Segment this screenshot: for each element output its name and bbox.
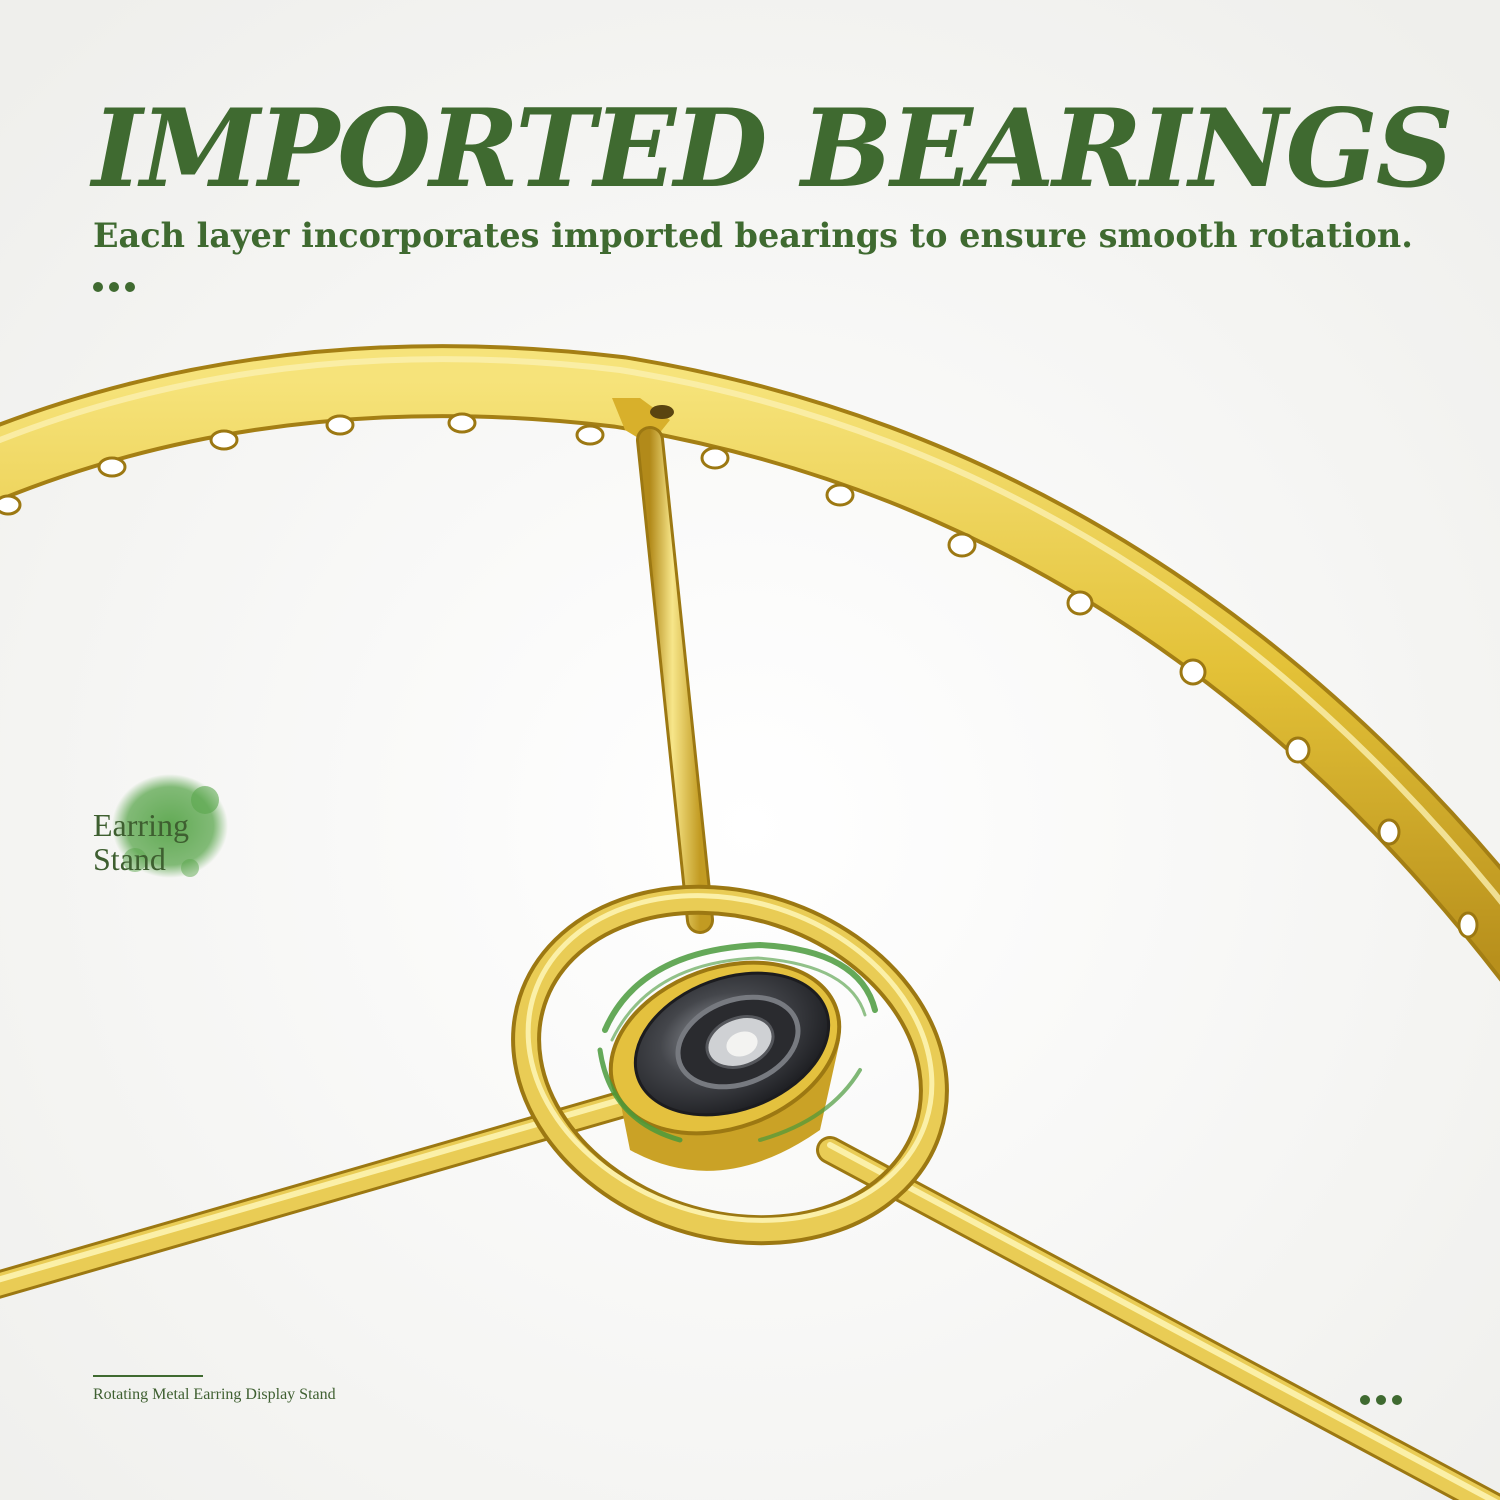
dot bbox=[1376, 1395, 1386, 1405]
rim-holes bbox=[0, 412, 1479, 939]
outer-rim bbox=[0, 344, 1500, 982]
badge-line-2: Stand bbox=[93, 841, 166, 877]
earring-stand-badge: Earring Stand bbox=[93, 808, 189, 876]
spokes bbox=[0, 426, 1500, 1500]
subheadline: Each layer incorporates imported bearing… bbox=[93, 216, 1413, 255]
dot bbox=[1360, 1395, 1370, 1405]
product-caption: Rotating Metal Earring Display Stand bbox=[93, 1386, 336, 1403]
decorative-dots-bottom bbox=[1360, 1395, 1402, 1405]
dot bbox=[109, 282, 119, 292]
badge-line-1: Earring bbox=[93, 807, 189, 843]
dot bbox=[1392, 1395, 1402, 1405]
hub-ring bbox=[511, 884, 949, 1246]
headline: IMPORTED BEARINGS bbox=[92, 86, 1454, 212]
decorative-dots-top bbox=[93, 282, 135, 292]
bearing bbox=[633, 971, 831, 1117]
rotation-swirl bbox=[597, 941, 878, 1143]
dot bbox=[93, 282, 103, 292]
dot bbox=[125, 282, 135, 292]
caption-divider bbox=[93, 1375, 203, 1377]
badge-stain bbox=[112, 774, 228, 878]
